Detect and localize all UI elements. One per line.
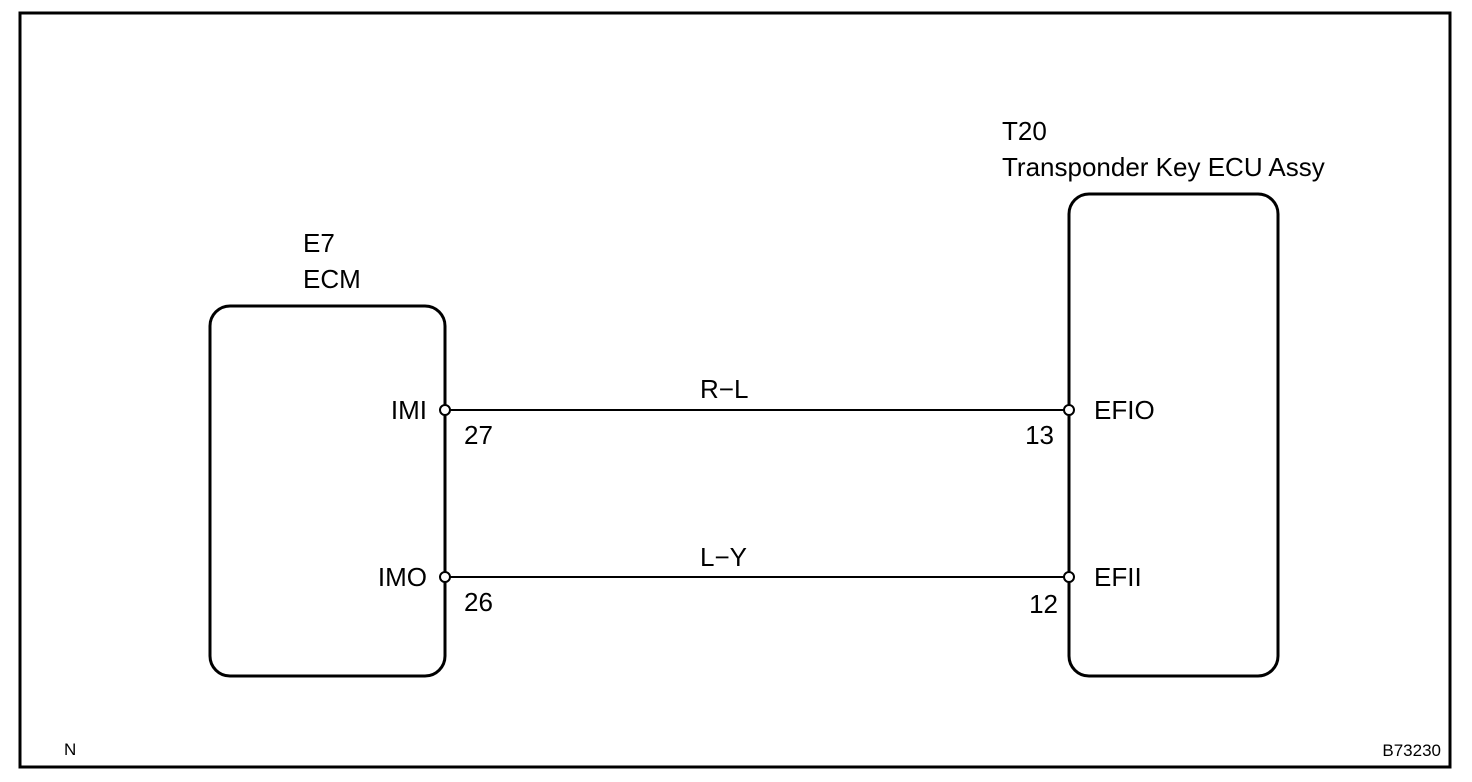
transponder-code: T20 — [1002, 116, 1047, 146]
transponder-name: Transponder Key ECU Assy — [1002, 152, 1325, 182]
figure-id: B73230 — [1382, 741, 1441, 760]
terminal-ecm-imo — [439, 571, 451, 583]
diagram-border — [18, 11, 1452, 769]
wire-color-l-y: L−Y — [700, 542, 747, 572]
transponder-component-box — [1067, 192, 1280, 678]
pin-number-26: 26 — [464, 587, 493, 617]
terminal-transponder-efii — [1063, 571, 1075, 583]
pin-number-13: 13 — [1025, 420, 1054, 450]
corner-note: N — [64, 740, 76, 759]
terminal-transponder-efio — [1063, 404, 1075, 416]
wire-color-r-l: R−L — [700, 374, 748, 404]
pin-name-imi: IMI — [391, 395, 427, 425]
terminal-ecm-imi — [439, 404, 451, 416]
pin-name-imo: IMO — [378, 562, 427, 592]
ecm-name: ECM — [303, 264, 361, 294]
ecm-component-box — [208, 304, 447, 678]
ecm-code: E7 — [303, 228, 335, 258]
pin-name-efio: EFIO — [1094, 395, 1155, 425]
pin-number-12: 12 — [1029, 589, 1058, 619]
pin-number-27: 27 — [464, 420, 493, 450]
pin-name-efii: EFII — [1094, 562, 1142, 592]
